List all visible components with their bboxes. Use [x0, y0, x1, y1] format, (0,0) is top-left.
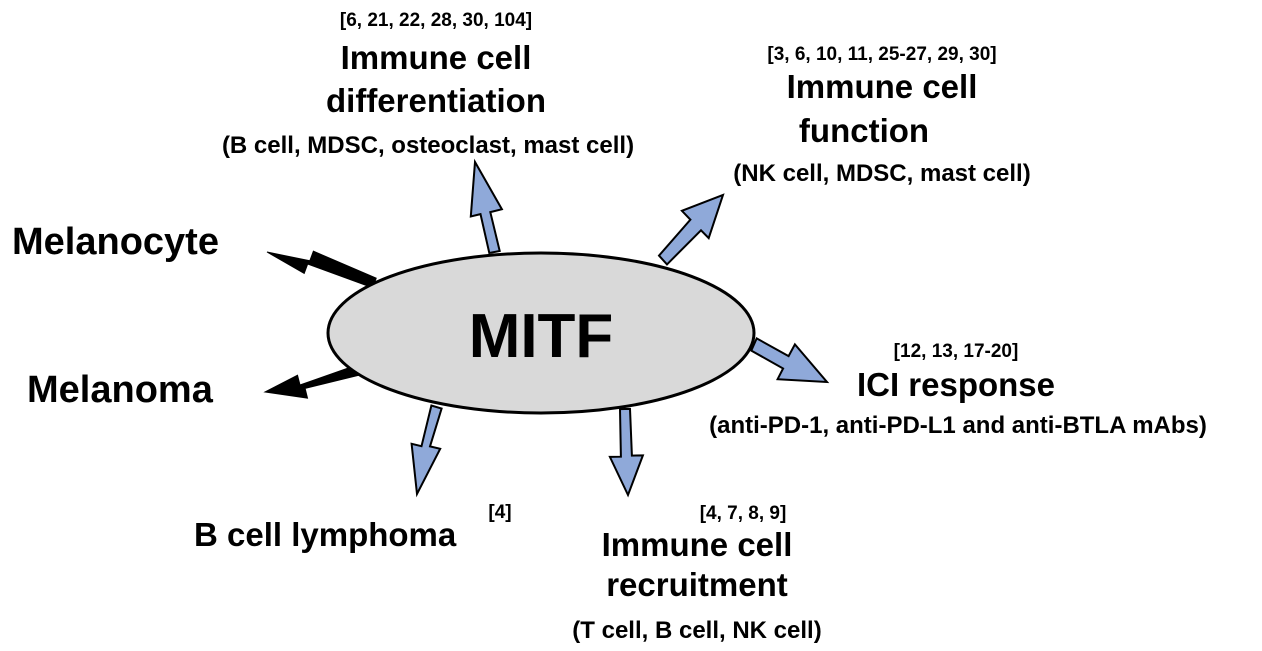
function-detail: (NK cell, MDSC, mast cell) — [733, 160, 1030, 187]
recruitment-refs: [4, 7, 8, 9] — [700, 503, 787, 524]
arrow-to-ici-response — [750, 336, 830, 384]
function-refs: [3, 6, 10, 11, 25-27, 29, 30] — [767, 44, 996, 65]
ici-detail: (anti-PD-1, anti-PD-L1 and anti-BTLA mAb… — [709, 412, 1207, 439]
lymphoma-label: B cell lymphoma — [194, 516, 457, 553]
differentiation-detail: (B cell, MDSC, osteoclast, mast cell) — [222, 132, 634, 159]
function-title-line1: Immune cell — [787, 68, 978, 105]
arrow-to-differentiation — [469, 158, 504, 255]
ici-title: ICI response — [857, 366, 1055, 403]
differentiation-refs: [6, 21, 22, 28, 30, 104] — [340, 10, 532, 31]
melanocyte-label: Melanocyte — [12, 221, 219, 263]
recruitment-title-line1: Immune cell — [602, 526, 793, 563]
mitf-label: MITF — [469, 302, 614, 371]
differentiation-title-line1: Immune cell — [341, 39, 532, 76]
arrow-to-melanocyte — [266, 250, 377, 289]
arrow-to-b-cell-lymphoma — [410, 404, 443, 498]
melanoma-label: Melanoma — [27, 369, 214, 411]
lymphoma-refs: [4] — [488, 502, 511, 523]
mitf-ellipse — [326, 251, 756, 415]
recruitment-title-line2: recruitment — [606, 566, 788, 603]
differentiation-title-line2: differentiation — [326, 82, 546, 119]
function-title-line2: function — [799, 112, 929, 149]
arrow-to-recruitment — [608, 407, 645, 498]
recruitment-detail: (T cell, B cell, NK cell) — [572, 617, 821, 644]
ici-refs: [12, 13, 17-20] — [894, 341, 1019, 362]
arrow-to-function — [657, 193, 725, 266]
